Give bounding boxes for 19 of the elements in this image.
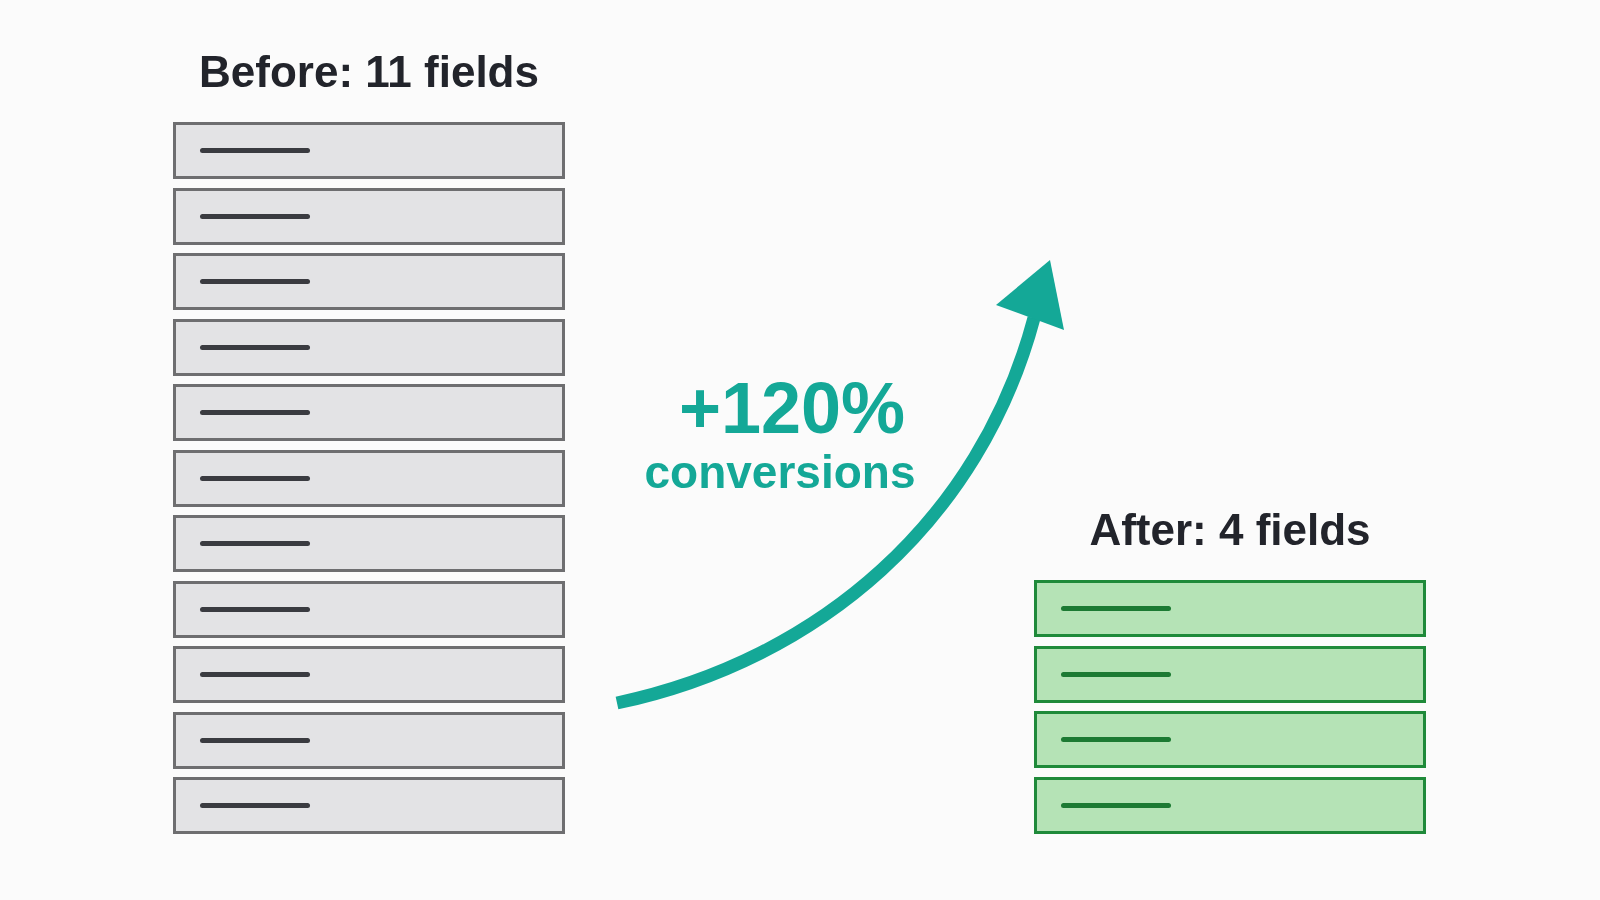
section-heading: After: 4 fields — [1089, 508, 1371, 552]
form-field — [1034, 711, 1426, 768]
percentage-label: +120% — [678, 372, 906, 444]
form-field — [173, 449, 565, 507]
form-field — [173, 318, 565, 376]
form-field — [173, 580, 565, 638]
form-field — [173, 122, 565, 179]
form-field — [173, 777, 565, 834]
form-field — [173, 253, 565, 310]
form-field — [173, 711, 565, 769]
form-field — [173, 384, 565, 441]
form-field — [173, 646, 565, 703]
form-field — [1034, 645, 1426, 703]
metric-label: conversions — [644, 445, 916, 500]
form-field — [173, 187, 565, 245]
form-field — [1034, 580, 1426, 637]
section-heading: Before: 11 fields — [199, 50, 539, 94]
form-field — [1034, 776, 1426, 834]
form-field — [173, 515, 565, 572]
